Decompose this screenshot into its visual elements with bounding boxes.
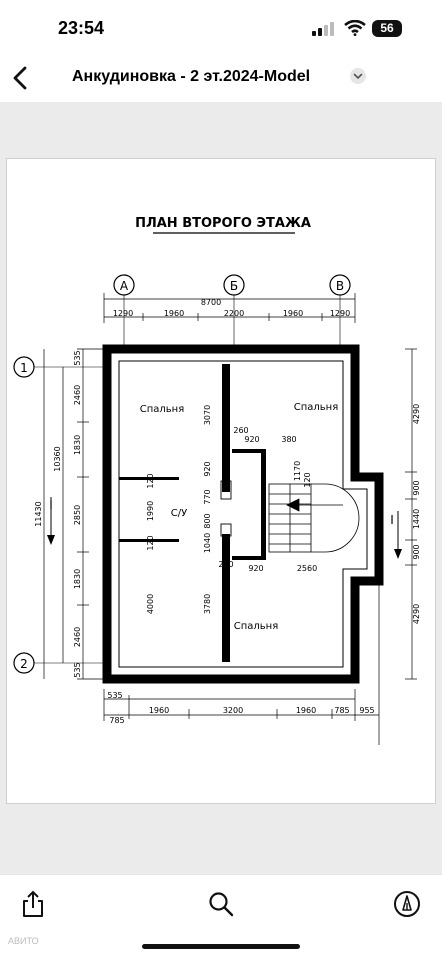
axis-label-a: А xyxy=(120,279,129,293)
room-label-bedroom-2: Спальня xyxy=(294,402,339,413)
dim-inner-2560: 2560 xyxy=(297,564,317,573)
axis-marker-v: В xyxy=(329,274,351,296)
section-mark-right: I xyxy=(390,513,394,527)
dim-inner-800: 800 xyxy=(203,513,212,528)
dim-inner-260-bottom: 260 xyxy=(218,560,233,569)
nav-bar: Анкудиновка - 2 эт.2024-Model xyxy=(0,52,442,102)
dim-left-seg-2: 2460 xyxy=(73,385,82,405)
status-bar: 23:54 56 xyxy=(0,0,442,52)
dim-inner-3780: 3780 xyxy=(203,594,212,614)
axis-label-1: 1 xyxy=(20,361,28,375)
floor-plan: ПЛАН ВТОРОГО ЭТАЖА А Б В xyxy=(13,216,421,745)
axis-marker-2: 2 xyxy=(13,652,35,674)
dim-top-seg-2: 1960 xyxy=(164,309,184,318)
dim-bottom-785-left: 785 xyxy=(109,716,124,725)
document-viewer[interactable]: ПЛАН ВТОРОГО ЭТАЖА А Б В xyxy=(0,102,442,874)
search-icon[interactable] xyxy=(206,889,236,919)
dim-right-seg-2: 900 xyxy=(412,480,421,495)
battery-icon: 56 xyxy=(372,20,402,37)
dim-bottom-1960-left: 1960 xyxy=(149,706,169,715)
home-indicator xyxy=(142,944,300,949)
dim-inner-120-a: 120 xyxy=(146,473,155,488)
watermark: АВИТО xyxy=(8,936,39,946)
document-page: ПЛАН ВТОРОГО ЭТАЖА А Б В xyxy=(6,158,436,804)
dim-right-seg-5: 4290 xyxy=(412,604,421,624)
dim-bottom-955: 955 xyxy=(359,706,374,715)
dim-inner-120-stair: 120 xyxy=(303,472,312,487)
dim-inner-4000: 4000 xyxy=(146,594,155,614)
markup-icon[interactable] xyxy=(392,889,422,919)
axis-marker-a: А xyxy=(113,274,135,296)
interior-walls xyxy=(119,364,266,662)
dim-top-seg-5: 1290 xyxy=(330,309,350,318)
dim-inner-920-top: 920 xyxy=(244,435,259,444)
dim-top-seg-1: 1290 xyxy=(113,309,133,318)
dim-left-seg-7: 535 xyxy=(73,662,82,677)
dim-inner-260-top: 260 xyxy=(233,426,248,435)
dim-right-seg-4: 900 xyxy=(412,544,421,559)
wifi-icon xyxy=(344,20,366,36)
dim-left-seg-3: 1830 xyxy=(73,435,82,455)
dim-left-inner: 10360 xyxy=(53,446,62,471)
status-time: 23:54 xyxy=(58,18,105,38)
axis-marker-b: Б xyxy=(223,274,245,296)
axis-label-2: 2 xyxy=(20,657,28,671)
dim-right-seg-1: 4290 xyxy=(412,404,421,424)
chevron-left-icon[interactable] xyxy=(8,64,34,92)
dim-inner-770: 770 xyxy=(203,489,212,504)
axis-marker-1: 1 xyxy=(13,356,35,378)
dim-bottom-1960-right: 1960 xyxy=(296,706,316,715)
plan-title: ПЛАН ВТОРОГО ЭТАЖА xyxy=(135,216,311,231)
dim-left-seg-1: 535 xyxy=(73,350,82,365)
dim-bottom-535: 535 xyxy=(107,691,122,700)
dim-inner-920-vert: 920 xyxy=(203,461,212,476)
dim-inner-1040: 1040 xyxy=(203,533,212,553)
room-label-bedroom-3: Спальня xyxy=(234,621,279,632)
document-title: Анкудиновка - 2 эт.2024-Model xyxy=(72,68,311,85)
dim-left-seg-5: 1830 xyxy=(73,569,82,589)
share-icon[interactable] xyxy=(18,889,48,919)
toilet-fixture xyxy=(220,480,232,500)
dim-top-total: 8700 xyxy=(201,298,221,307)
staircase xyxy=(268,483,360,553)
dim-inner-920-bottom: 920 xyxy=(248,564,263,573)
dim-bottom-785-right: 785 xyxy=(334,706,349,715)
dim-left-seg-6: 2460 xyxy=(73,627,82,647)
axis-label-v: В xyxy=(336,279,344,293)
chevron-down-icon[interactable] xyxy=(350,68,366,84)
battery-level: 56 xyxy=(380,21,394,35)
dim-left-seg-4: 2850 xyxy=(73,505,82,525)
dim-bottom-3200: 3200 xyxy=(223,706,243,715)
dim-inner-120-b: 120 xyxy=(146,535,155,550)
room-label-bathroom: С/У xyxy=(171,508,187,519)
dim-right-seg-3: 1440 xyxy=(412,509,421,529)
dim-inner-1170: 1170 xyxy=(293,461,302,481)
exterior-walls xyxy=(102,344,384,684)
dim-inner-1990: 1990 xyxy=(146,501,155,521)
dim-inner-380: 380 xyxy=(281,435,296,444)
signal-icon xyxy=(312,22,334,36)
axis-label-b: Б xyxy=(230,279,238,293)
room-label-bedroom-1: Спальня xyxy=(140,404,185,415)
sink-fixture xyxy=(220,523,232,537)
dim-left-total: 11430 xyxy=(34,501,43,526)
dim-top-seg-3: 2200 xyxy=(224,309,244,318)
dim-inner-3070: 3070 xyxy=(203,405,212,425)
dim-top-seg-4: 1960 xyxy=(283,309,303,318)
